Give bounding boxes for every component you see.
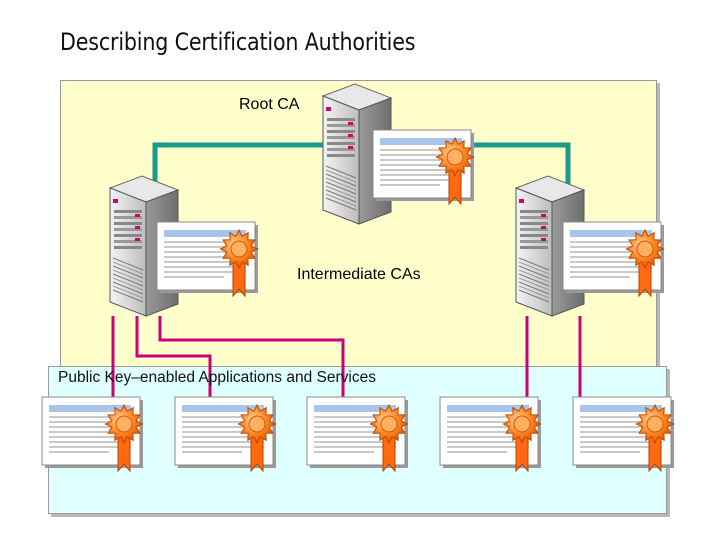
- application-certificate-icon: [439, 396, 542, 472]
- application-certificate-icon: [572, 396, 675, 472]
- intermediate-cas-label: Intermediate CAs: [297, 266, 421, 283]
- intermediate-ca-left-certificate-icon: [156, 221, 259, 297]
- slide-title: Describing Certification Authorities: [60, 28, 416, 56]
- intermediate-ca-right-certificate-icon: [562, 221, 665, 297]
- application-certificate-icon: [306, 396, 409, 472]
- application-certificate-icon: [174, 396, 277, 472]
- applications-label: Public Key–enabled Applications and Serv…: [58, 369, 376, 386]
- root-ca-label: Root CA: [239, 96, 300, 113]
- cert-flow-lines: [111, 316, 582, 405]
- application-certificate-icon: [41, 396, 144, 472]
- root-ca-certificate-icon: [372, 129, 475, 205]
